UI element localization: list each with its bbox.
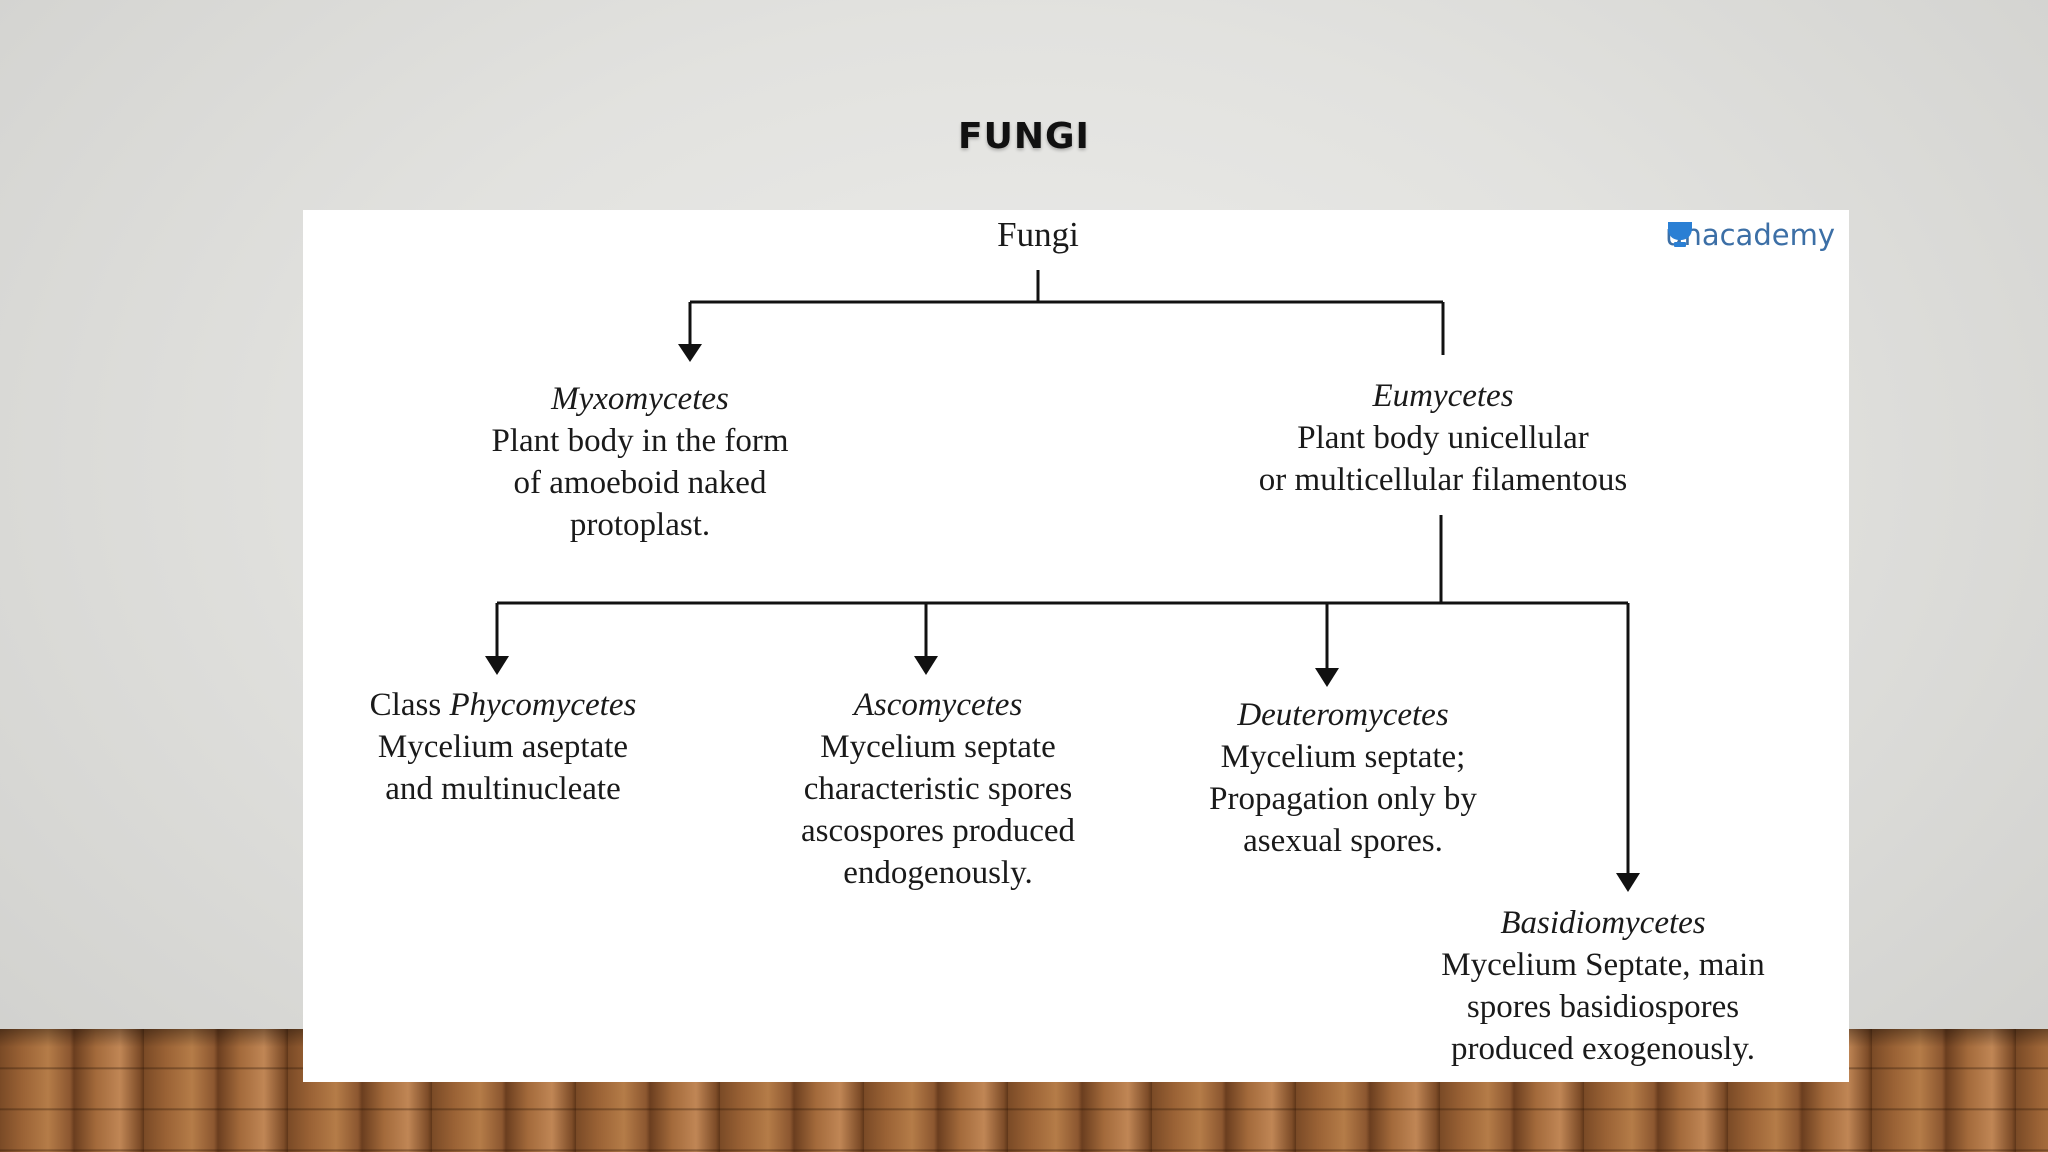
fungi-classification-diagram: unacademy Fungi Myxomycetes Plant body i… xyxy=(303,210,1849,1082)
eumycetes-line-2: or multicellular filamentous xyxy=(1258,462,1628,498)
node-ascomycetes: Ascomycetes Mycelium septate characteris… xyxy=(758,684,1118,894)
node-myxomycetes: Myxomycetes Plant body in the form of am… xyxy=(450,378,830,546)
basidiomycetes-line-2: spores basidiospores xyxy=(1466,989,1740,1025)
myxomycetes-line-2: of amoeboid naked xyxy=(513,465,767,501)
myxomycetes-line-3: protoplast. xyxy=(569,507,711,543)
ascomycetes-line-1: Mycelium septate xyxy=(820,729,1056,765)
node-deuteromycetes: Deuteromycetes Mycelium septate; Propaga… xyxy=(1163,694,1523,862)
brand-name: unacademy xyxy=(1665,218,1835,252)
slide-title: FUNGI xyxy=(958,116,1090,157)
node-fungi-root: Fungi xyxy=(938,214,1138,256)
deuteromycetes-name: Deuteromycetes xyxy=(1237,697,1449,733)
myxomycetes-line-1: Plant body in the form xyxy=(491,423,789,459)
eumycetes-line-1: Plant body unicellular xyxy=(1297,420,1589,456)
eumycetes-name: Eumycetes xyxy=(1372,378,1514,414)
deuteromycetes-line-2: Propagation only by xyxy=(1209,781,1477,817)
unacademy-brand: unacademy xyxy=(1665,218,1835,252)
basidiomycetes-line-3: produced exogenously. xyxy=(1451,1031,1755,1067)
phycomycetes-title: Class Phycomycetes xyxy=(343,684,663,726)
phycomycetes-line-2: and multinucleate xyxy=(385,771,621,807)
fungi-root-label: Fungi xyxy=(997,215,1079,254)
myxomycetes-name: Myxomycetes xyxy=(551,381,729,417)
basidiomycetes-line-1: Mycelium Septate, main xyxy=(1441,947,1765,983)
node-basidiomycetes: Basidiomycetes Mycelium Septate, main sp… xyxy=(1393,902,1813,1070)
deuteromycetes-line-3: asexual spores. xyxy=(1243,823,1443,859)
deuteromycetes-line-1: Mycelium septate; xyxy=(1220,739,1466,775)
arrowhead-deuteromycetes xyxy=(1315,668,1339,687)
unacademy-logo-icon xyxy=(1668,222,1693,247)
arrowhead-phycomycetes xyxy=(485,656,509,675)
arrowhead-basidiomycetes xyxy=(1616,873,1640,892)
phycomycetes-prefix: Class xyxy=(369,687,450,723)
node-eumycetes: Eumycetes Plant body unicellular or mult… xyxy=(1208,375,1678,501)
ascomycetes-name: Ascomycetes xyxy=(853,687,1023,723)
phycomycetes-name: Phycomycetes xyxy=(449,687,637,723)
ascomycetes-line-3: ascospores produced xyxy=(801,813,1075,849)
phycomycetes-line-1: Mycelium aseptate xyxy=(377,729,629,765)
ascomycetes-line-2: characteristic spores xyxy=(803,771,1073,807)
arrowhead-ascomycetes xyxy=(914,656,938,675)
arrowhead-myxomycetes xyxy=(678,344,702,362)
connector-lines xyxy=(485,270,1640,892)
ascomycetes-line-4: endogenously. xyxy=(843,855,1033,891)
basidiomycetes-name: Basidiomycetes xyxy=(1500,905,1706,941)
node-phycomycetes: Class Phycomycetes Mycelium aseptate and… xyxy=(343,684,663,810)
